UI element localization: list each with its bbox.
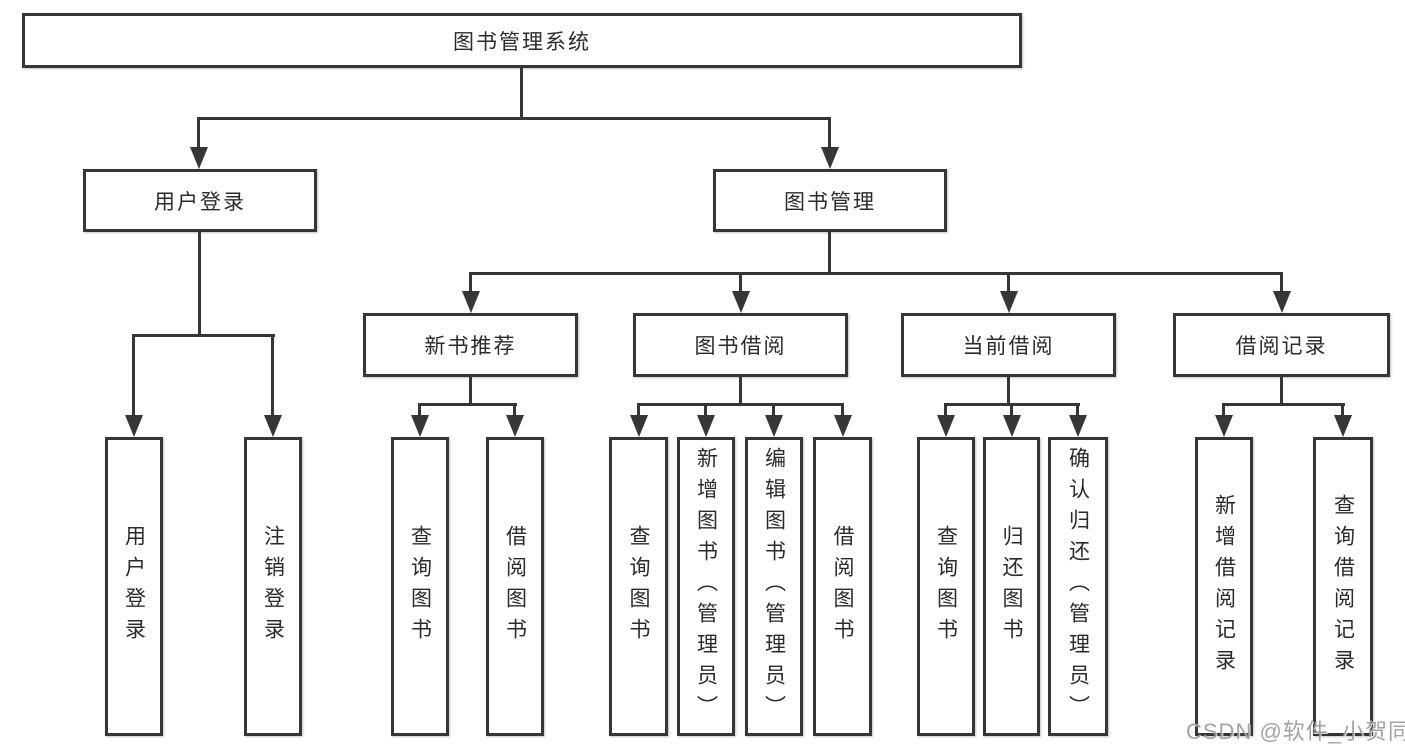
arrowhead-icon [264, 415, 282, 437]
connector-line [418, 403, 517, 406]
connector-line [841, 403, 844, 417]
connector-line [944, 403, 947, 417]
arrowhead-icon [820, 147, 839, 169]
connector-line [1076, 403, 1079, 417]
connector-line [469, 377, 472, 406]
leaf-label: 借阅图书 [503, 524, 527, 649]
arrowhead-icon [765, 415, 783, 437]
arrowhead-icon [1215, 415, 1233, 437]
leaf-confirm-return-admin: 确认归还（管理员） [1048, 437, 1108, 736]
leaf-label: 查询借阅记录 [1331, 493, 1355, 680]
leaf-label: 用户登录 [122, 524, 146, 649]
connector-line [1280, 272, 1283, 293]
arrowhead-icon [937, 415, 955, 437]
leaf-label: 查询图书 [627, 524, 650, 649]
connector-line [197, 117, 831, 120]
connector-line [271, 334, 274, 417]
leaf-query-books-1: 查询图书 [391, 437, 449, 736]
arrowhead-icon [1334, 415, 1352, 437]
connector-line [637, 403, 844, 406]
arrowhead-icon [1002, 415, 1021, 437]
leaf-label: 注销登录 [261, 524, 285, 649]
connector-line [197, 117, 200, 149]
leaf-query-borrow-record: 查询借阅记录 [1313, 437, 1373, 736]
leaf-label: 归还图书 [1000, 524, 1023, 649]
leaf-edit-book-admin: 编辑图书（管理员） [745, 437, 803, 736]
arrowhead-icon [1069, 415, 1087, 437]
leaf-return-books: 归还图书 [983, 437, 1040, 736]
arrowhead-icon [461, 291, 480, 313]
connector-line [469, 272, 1283, 275]
csdn-watermark: CSDN @软件_小贺同学 [1186, 719, 1405, 744]
node-borrow-records: 借阅记录 [1173, 313, 1390, 377]
connector-line [418, 403, 421, 417]
connector-line [1222, 403, 1345, 406]
node-book-management-module: 图书管理 [713, 169, 947, 232]
leaf-label: 查询图书 [934, 524, 958, 649]
node-book-borrow: 图书借阅 [633, 313, 848, 377]
connector-line [1010, 403, 1013, 417]
node-root-system: 图书管理系统 [22, 13, 1022, 68]
arrowhead-icon [411, 415, 429, 437]
connector-line [198, 232, 201, 337]
connector-line [1222, 403, 1225, 417]
leaf-label: 查询图书 [408, 524, 432, 649]
connector-line [739, 377, 742, 406]
leaf-label: 新增图书（管理员） [694, 447, 718, 726]
leaf-borrow-books-2: 借阅图书 [813, 437, 872, 736]
leaf-add-borrow-record: 新增借阅记录 [1195, 437, 1253, 736]
connector-line [513, 403, 516, 417]
leaf-label: 新增借阅记录 [1212, 493, 1236, 680]
arrowhead-icon [189, 147, 208, 169]
connector-line [1007, 377, 1010, 406]
connector-line [739, 272, 742, 293]
leaf-user-login: 用户登录 [105, 437, 163, 736]
arrowhead-icon [125, 415, 143, 437]
connector-line [132, 334, 275, 337]
leaf-borrow-books-1: 借阅图书 [486, 437, 544, 736]
leaf-add-book-admin: 新增图书（管理员） [677, 437, 735, 736]
leaf-query-books-2: 查询图书 [609, 437, 668, 736]
node-user-login-module: 用户登录 [83, 169, 317, 232]
connector-line [1007, 272, 1010, 293]
connector-line [704, 403, 707, 417]
connector-line [772, 403, 775, 417]
arrowhead-icon [1272, 291, 1291, 313]
leaf-label: 编辑图书（管理员） [762, 447, 786, 726]
connector-line [520, 68, 523, 119]
node-new-book-recommend: 新书推荐 [363, 313, 578, 377]
connector-line [828, 232, 831, 275]
connector-line [637, 403, 640, 417]
leaf-logout: 注销登录 [244, 437, 302, 736]
connector-line [469, 272, 472, 293]
arrowhead-icon [731, 291, 750, 313]
connector-line [1341, 403, 1344, 417]
node-current-borrow: 当前借阅 [901, 313, 1116, 377]
leaf-label: 借阅图书 [831, 524, 854, 649]
connector-line [828, 117, 831, 149]
connector-line [1280, 377, 1283, 406]
arrowhead-icon [629, 415, 648, 437]
arrowhead-icon [697, 415, 715, 437]
leaf-label: 确认归还（管理员） [1066, 447, 1090, 726]
leaf-query-books-3: 查询图书 [917, 437, 975, 736]
connector-line [132, 334, 135, 417]
arrowhead-icon [833, 415, 852, 437]
arrowhead-icon [505, 415, 524, 437]
arrowhead-icon [999, 291, 1018, 313]
